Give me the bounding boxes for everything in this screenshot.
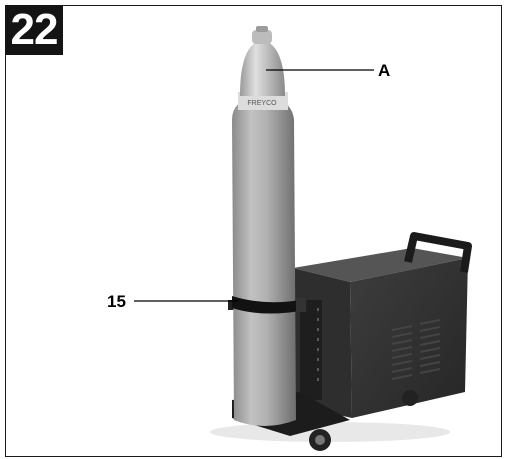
welder-side-face <box>350 258 468 418</box>
cylinder-dome <box>240 40 285 96</box>
welder-vents <box>391 319 441 380</box>
figure-number: 22 <box>5 5 63 55</box>
rear-wheel <box>402 390 418 406</box>
welder-handle <box>404 232 472 273</box>
cylinder-valve <box>252 30 272 44</box>
strap-buckle <box>296 298 306 312</box>
welder-control-panel <box>300 300 322 400</box>
cylinder-label-band <box>238 92 288 110</box>
cylinder-strap <box>232 296 306 314</box>
callout-a-label: A <box>378 61 391 80</box>
cylinder-brand-text: FREYCO <box>247 100 277 107</box>
callout-15-label: 15 <box>107 292 126 311</box>
gas-cylinder <box>232 96 296 426</box>
welder-panel-holes <box>317 308 319 381</box>
welder-top-face <box>293 248 468 282</box>
